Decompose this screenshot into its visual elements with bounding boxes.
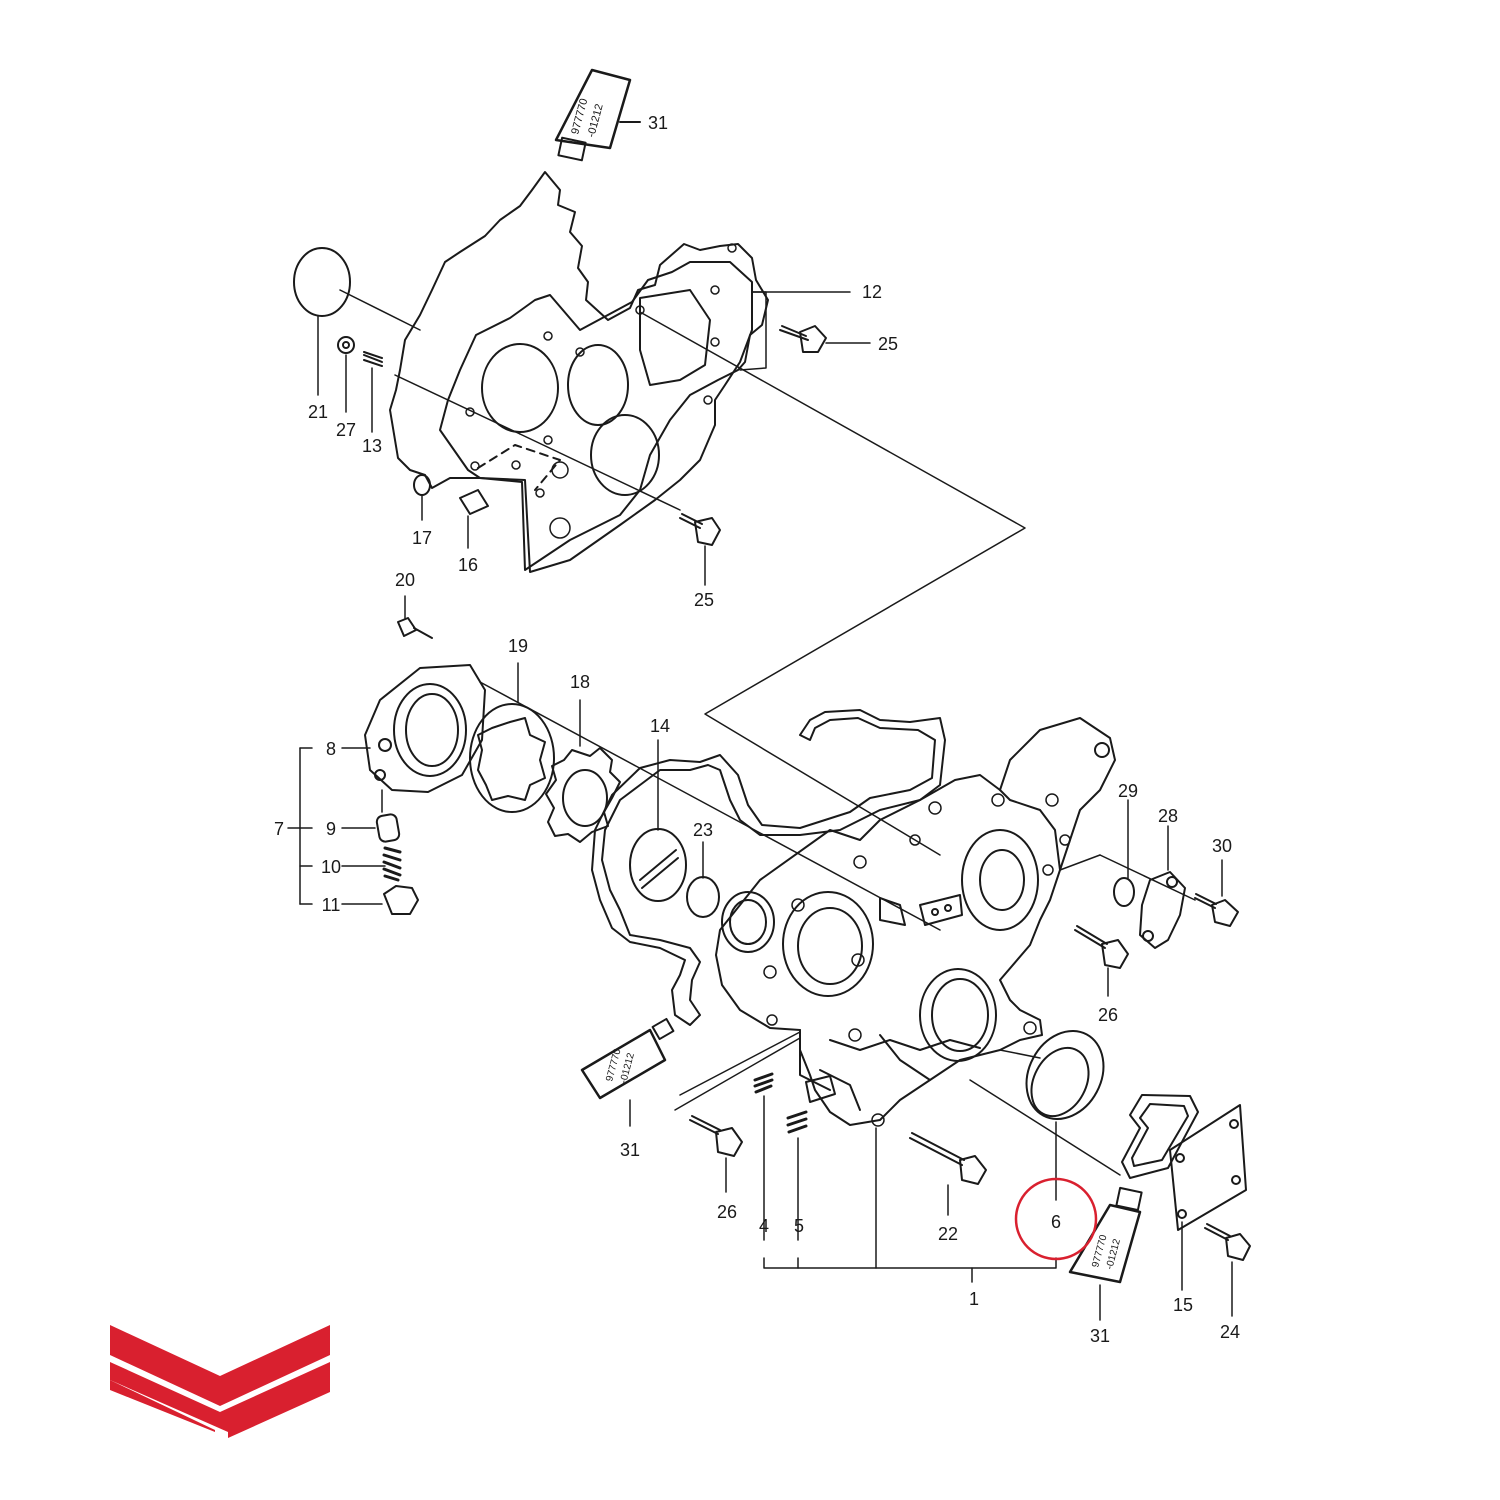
gear-case <box>715 774 1061 1126</box>
part-4 <box>753 1072 774 1241</box>
o-ring-21 <box>293 247 351 317</box>
callout-18: 18 <box>570 672 590 692</box>
callout-21: 21 <box>308 402 328 422</box>
bolt-26-lower <box>689 1115 743 1193</box>
callout-13: 13 <box>362 436 382 456</box>
o-ring-29 <box>1113 877 1135 907</box>
o-ring-23 <box>686 876 720 918</box>
front-plate <box>439 261 753 573</box>
o-ring-17 <box>413 474 431 496</box>
oil-pump-cover-8 <box>364 664 486 793</box>
sealant-tube-lower-left: 977770 -01212 <box>580 1017 675 1127</box>
callout-30: 30 <box>1212 836 1232 856</box>
callout-24: 24 <box>1220 1322 1240 1342</box>
relief-valve-group <box>287 747 419 915</box>
bolt-25-lower <box>679 513 721 586</box>
gear-case-gasket-top <box>389 171 769 571</box>
oil-seal-6 <box>1025 1030 1105 1201</box>
callout-1: 1 <box>969 1289 979 1309</box>
cover-28 <box>1139 825 1186 949</box>
callout-19: 19 <box>508 636 528 656</box>
bolt-25-upper <box>779 325 871 353</box>
case-bolt-holes <box>763 793 1071 1127</box>
bolt-22 <box>909 1132 987 1216</box>
plate-hidden-edge <box>477 444 561 491</box>
callout-25-lower: 25 <box>694 590 714 610</box>
callout-15: 15 <box>1173 1295 1193 1315</box>
bolt-26-right <box>1074 925 1129 997</box>
plug-14 <box>629 739 687 902</box>
tube-label-line2: -01212 <box>585 103 605 139</box>
part-5 <box>786 1110 808 1241</box>
callout-28: 28 <box>1158 806 1178 826</box>
callout-7: 7 <box>274 819 284 839</box>
callout-29: 29 <box>1118 781 1138 801</box>
callout-10: 10 <box>321 857 341 877</box>
callout-31-top: 31 <box>648 113 668 133</box>
callout-17: 17 <box>412 528 432 548</box>
callout-4: 4 <box>759 1216 769 1236</box>
callout-6: 6 <box>1051 1212 1061 1232</box>
dowel-pin-16 <box>459 489 489 549</box>
callout-26-lower: 26 <box>717 1202 737 1222</box>
screw-20 <box>397 595 433 639</box>
callout-labels: 31 12 25 21 27 13 17 16 25 20 19 18 14 2… <box>274 113 1240 1346</box>
highlight-circle <box>1014 1177 1098 1261</box>
callout-11: 11 <box>322 895 341 915</box>
outer-rotor-19 <box>469 662 555 813</box>
callout-16: 16 <box>458 555 478 575</box>
inner-rotor-18 <box>545 699 621 843</box>
cover-gasket-15 <box>1121 1094 1247 1291</box>
sealant-tube-lower-right: 977770 -01212 <box>1068 1186 1143 1321</box>
stud-13 <box>363 351 383 433</box>
callout-12: 12 <box>862 282 882 302</box>
sealant-tube-top: 977770 -01212 <box>554 68 641 162</box>
callout-23: 23 <box>693 820 713 840</box>
callout-26-right: 26 <box>1098 1005 1118 1025</box>
callout-5: 5 <box>794 1216 804 1236</box>
callout-27: 27 <box>336 420 356 440</box>
callout-22: 22 <box>938 1224 958 1244</box>
bolt-24 <box>1204 1223 1251 1317</box>
gear-case-mount <box>999 717 1116 871</box>
callout-31-lower-right: 31 <box>1090 1326 1110 1346</box>
plate-bolt-holes <box>465 243 737 539</box>
callout-9: 9 <box>326 819 336 839</box>
plate-hole-1 <box>481 343 559 433</box>
callout-20: 20 <box>395 570 415 590</box>
bolt-30 <box>1194 859 1239 927</box>
callout-14: 14 <box>650 716 670 736</box>
callout-25-upper: 25 <box>878 334 898 354</box>
nut-27 <box>337 336 355 413</box>
plate-window <box>639 289 711 386</box>
plate-hole-3 <box>590 414 660 496</box>
callout-31-lower-left: 31 <box>620 1140 640 1160</box>
callout-8: 8 <box>326 739 336 759</box>
brand-chevron-logo <box>110 1325 330 1442</box>
plate-hole-2 <box>567 344 629 426</box>
gear-case-gasket-lower <box>591 709 946 1026</box>
